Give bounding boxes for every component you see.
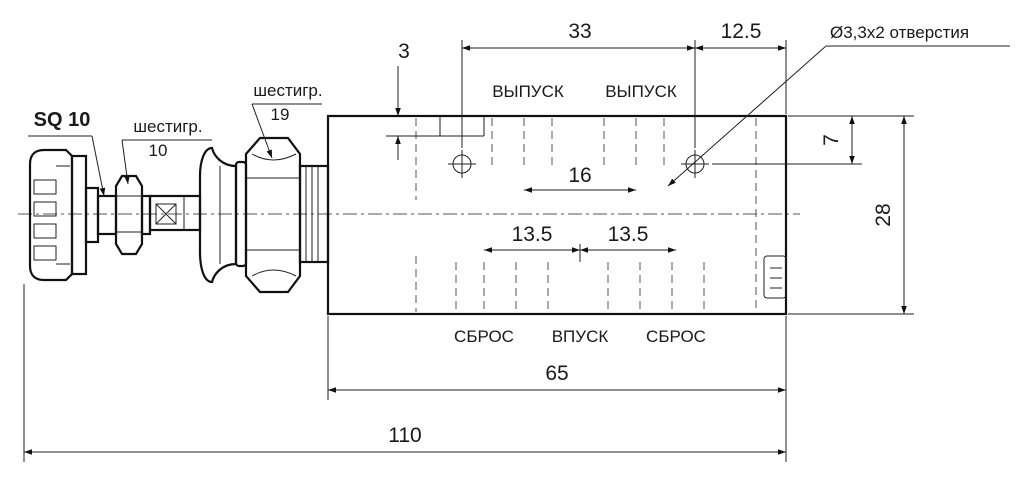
dim-33-label: 33 bbox=[568, 20, 591, 43]
dim-28: 28 bbox=[788, 115, 914, 315]
dim-13-5-left-label: 13.5 bbox=[512, 223, 553, 246]
hex19-label-line2: 19 bbox=[271, 105, 290, 124]
port-label-exhaust-1: ВЫПУСК bbox=[492, 82, 564, 101]
mounting-hole-left bbox=[448, 150, 476, 178]
hex10-label-line1: шестигр. bbox=[133, 117, 202, 136]
dim-16-label: 16 bbox=[568, 164, 591, 187]
dim-33: 33 bbox=[461, 20, 696, 148]
dim-28-label: 28 bbox=[872, 203, 895, 226]
dim-7: 7 bbox=[712, 115, 862, 165]
dim-3-label: 3 bbox=[398, 40, 410, 63]
dim-13-5-right-label: 13.5 bbox=[608, 223, 649, 246]
dim-7-label: 7 bbox=[820, 134, 843, 146]
hex19-label-line1: шестигр. bbox=[253, 81, 322, 100]
dim-12-5: 12.5 bbox=[695, 20, 787, 114]
hex10-label-line2: 10 bbox=[149, 141, 168, 160]
hex19-callout: шестигр. 19 bbox=[251, 81, 323, 159]
port-label-reset-1: СБРОС bbox=[454, 327, 514, 346]
mounting-hole-right bbox=[681, 150, 709, 178]
hidden-port-lines bbox=[415, 118, 757, 312]
dim-65-label: 65 bbox=[545, 362, 568, 385]
hole-callout: Ø3,3x2 отверстия bbox=[667, 23, 1010, 187]
sq10-label: SQ 10 bbox=[34, 109, 91, 131]
dim-3: 3 bbox=[386, 40, 440, 160]
dim-16: 16 bbox=[524, 164, 636, 193]
hole-callout-label: Ø3,3x2 отверстия bbox=[830, 23, 969, 42]
port-label-reset-2: СБРОС bbox=[646, 327, 706, 346]
dim-65: 65 bbox=[327, 316, 787, 400]
valve-body bbox=[326, 114, 788, 316]
port-label-exhaust-2: ВЫПУСК bbox=[605, 82, 677, 101]
dim-110-label: 110 bbox=[388, 424, 421, 447]
hex10-callout: шестигр. 10 bbox=[121, 117, 212, 185]
actuator-assembly bbox=[28, 136, 330, 294]
dim-12-5-label: 12.5 bbox=[721, 20, 762, 43]
sq10-callout: SQ 10 bbox=[28, 109, 106, 197]
port-label-inlet: ВПУСК bbox=[552, 327, 609, 346]
dim-110: 110 bbox=[23, 284, 787, 462]
dim-13-5-pair: 13.5 13.5 bbox=[484, 223, 676, 262]
